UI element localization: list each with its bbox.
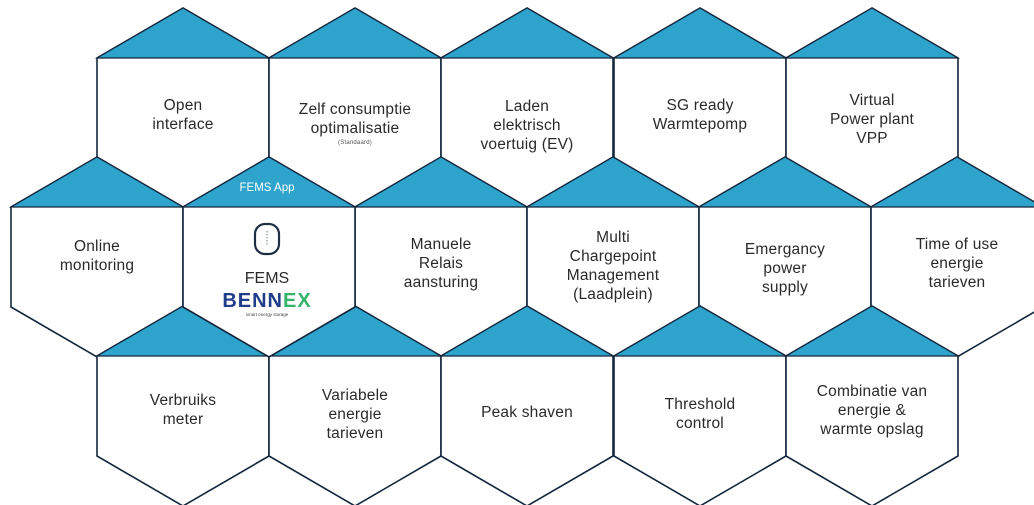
hexagon-cap (783, 7, 961, 59)
hexagon-cap (611, 7, 789, 59)
hexagon-cap (438, 305, 616, 357)
bennex-tagline: smart energy storage (245, 312, 289, 317)
hexagon-cap (266, 7, 444, 59)
hexagon-cap (611, 305, 789, 357)
hexagon-cap (94, 7, 272, 59)
hexagon-cap (438, 7, 616, 59)
hexagon-cap (696, 156, 874, 208)
hexagon-cap (868, 156, 1034, 208)
hexagon-cap (352, 156, 530, 208)
hexagon-cap (524, 156, 702, 208)
bennex-logo: BENNEX (222, 290, 312, 312)
hexagon-cap (8, 156, 186, 208)
fems-app-label: FEMS App (239, 182, 295, 194)
fems-title: FEMS (244, 270, 290, 287)
hexagon-cap (783, 305, 961, 357)
hexagon-cap (180, 156, 358, 208)
